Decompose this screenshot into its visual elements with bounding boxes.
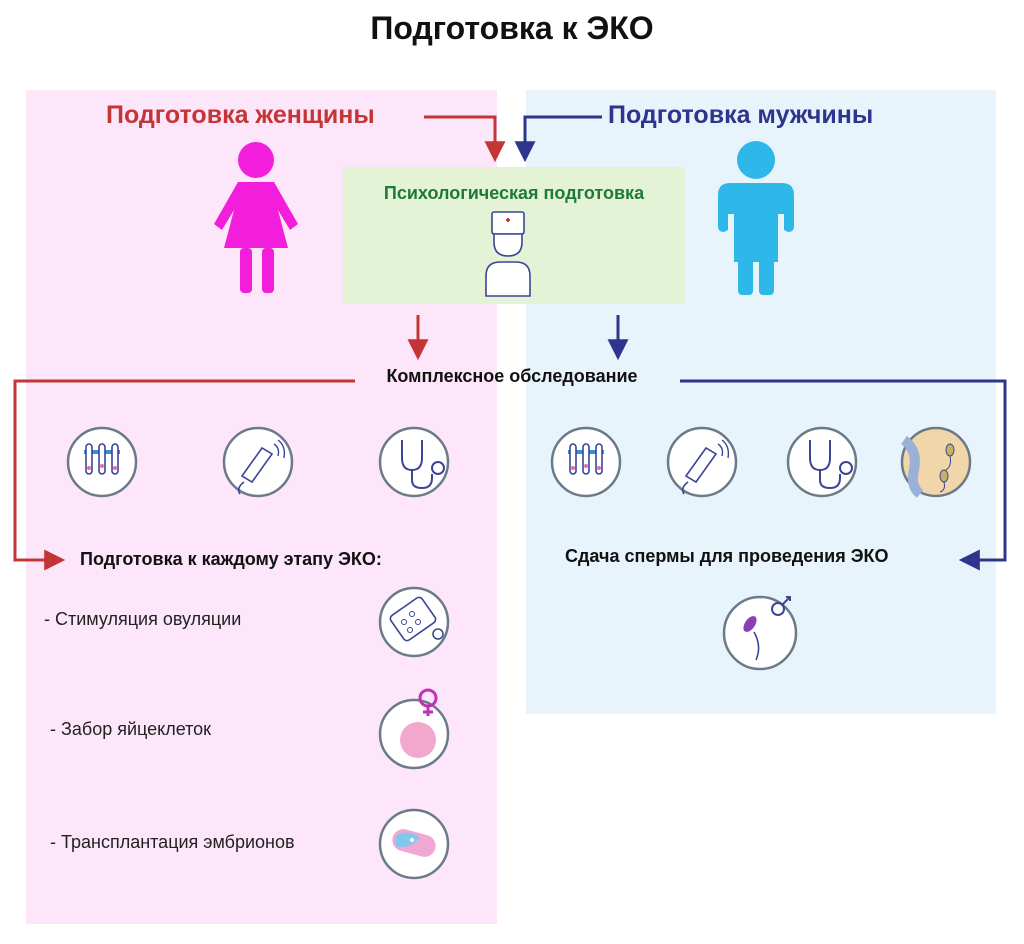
women-stages-heading: Подготовка к каждому этапу ЭКО:: [80, 549, 382, 569]
men-heading: Подготовка мужчины: [608, 101, 874, 129]
arrow-women-to-psy: [424, 115, 506, 163]
examination-label: Комплексное обследование: [386, 366, 638, 386]
stethoscope-icon-women: [378, 426, 450, 498]
arrow-exam-to-men-stage: [680, 379, 1007, 571]
page-title: Подготовка к ЭКО: [370, 10, 654, 46]
women-heading: Подготовка женщины: [106, 101, 375, 129]
man-figure-icon: [718, 141, 794, 295]
pills-icon: [378, 586, 450, 658]
sperm-cell-icon: [722, 595, 798, 671]
stage-item-embryo-transfer: - Трансплантация эмбрионов: [50, 832, 295, 852]
ultrasound-icon-men: [666, 426, 738, 498]
test-tubes-icon-men: [550, 426, 622, 498]
arrow-exam-to-women-stages: [13, 379, 355, 571]
stage-item-egg-retrieval: - Забор яйцеклеток: [50, 719, 212, 739]
doctor-icon: [485, 211, 531, 297]
woman-figure-icon: [214, 142, 298, 293]
stethoscope-icon-men: [786, 426, 858, 498]
embryo-transfer-icon: [378, 808, 450, 880]
spermogram-icon: [900, 426, 972, 498]
stage-item-stimulation: - Стимуляция овуляции: [44, 609, 242, 629]
ultrasound-icon-women: [222, 426, 294, 498]
test-tubes-icon-women: [66, 426, 138, 498]
men-stage-label: Сдача спермы для проведения ЭКО: [565, 546, 889, 566]
psychological-label: Психологическая подготовка: [383, 183, 645, 203]
arrow-men-to-psy: [514, 115, 602, 163]
egg-cell-icon: [378, 688, 450, 770]
